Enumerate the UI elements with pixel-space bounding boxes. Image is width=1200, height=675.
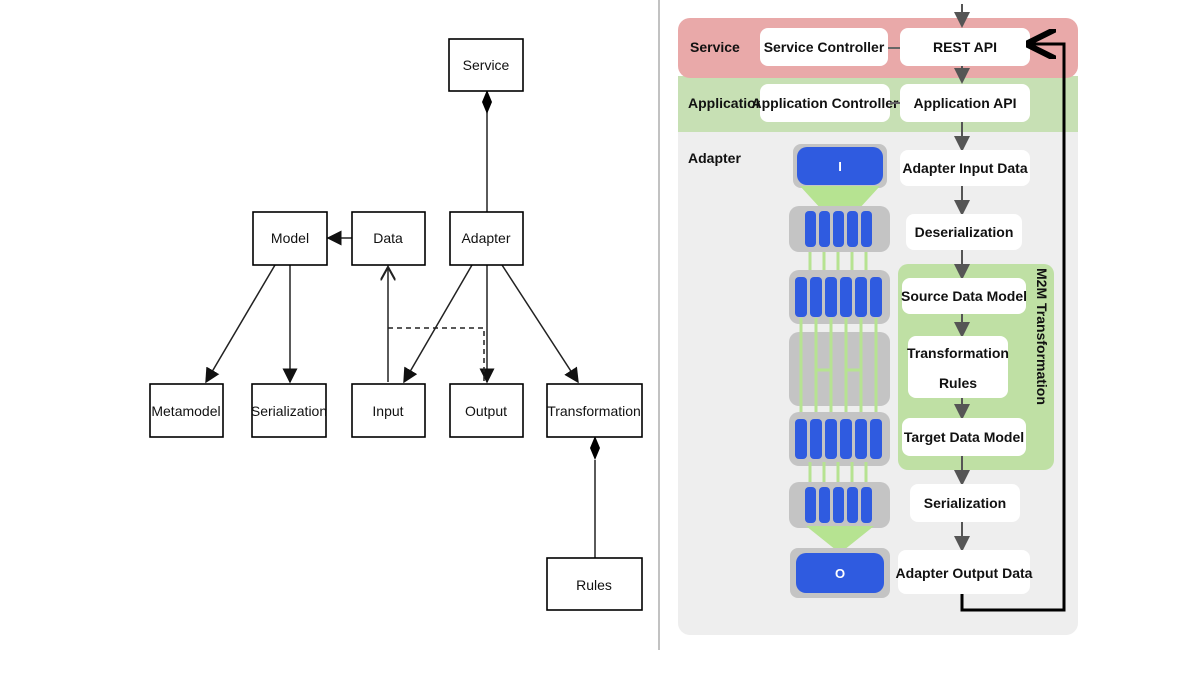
target-data-model-pill [902, 418, 1026, 456]
service-diamond [482, 90, 492, 114]
serialization-pill [910, 484, 1020, 522]
fan-in-connector [806, 526, 874, 550]
adapter-layer-label: Adapter [688, 150, 741, 166]
service-controller-pill [760, 28, 888, 66]
transformation-rules-pill [908, 336, 1008, 398]
source-blocks [795, 277, 882, 317]
application-controller-label: Application Controller [752, 95, 900, 111]
application-api-label: Application API [914, 95, 1017, 111]
service-controller-label: Service Controller [764, 39, 885, 55]
output-to-rest-api-loop [960, 44, 1066, 612]
application-layer-label: Application [688, 95, 764, 111]
output-block [796, 553, 884, 593]
transformation-links [799, 318, 878, 416]
input-box: Input [351, 383, 426, 438]
output-data-dashed-link [388, 327, 485, 382]
adapter-box-label: Adapter [461, 230, 510, 246]
pipeline-graphic: I [789, 144, 890, 598]
application-controller-pill [760, 84, 890, 122]
output-box: Output [449, 383, 524, 438]
adapter-output-data-label: Adapter Output Data [896, 565, 1033, 581]
source-data-model-label: Source Data Model [901, 288, 1027, 304]
target-data-model-label: Target Data Model [904, 429, 1024, 445]
data-box-label: Data [373, 230, 403, 246]
input-marker: I [838, 159, 842, 174]
deserialization-pill [906, 214, 1022, 250]
metamodel-box: Metamodel [149, 383, 224, 438]
serialization-box-label: Serialization [251, 403, 327, 419]
application-api-pill [900, 84, 1030, 122]
input-box-label: Input [372, 403, 403, 419]
deserialization-label: Deserialization [915, 224, 1014, 240]
output-box-label: Output [465, 403, 507, 419]
service-box-label: Service [463, 57, 510, 73]
rules-box: Rules [546, 557, 643, 611]
adapter-input-data-pill [900, 150, 1030, 186]
model-to-metamodel-arrow [205, 264, 276, 384]
transformation-box: Transformation [546, 383, 643, 438]
adapter-to-input-arrow [403, 264, 473, 384]
fan-out-connector [800, 186, 880, 210]
model-box: Model [252, 211, 328, 266]
service-box: Service [448, 38, 524, 92]
metamodel-box-label: Metamodel [151, 403, 220, 419]
model-box-label: Model [271, 230, 309, 246]
transformation-box-label: Transformation [547, 403, 641, 419]
rest-api-label: REST API [933, 39, 997, 55]
service-layer-label: Service [690, 39, 740, 55]
data-box: Data [351, 211, 426, 266]
rules-box-label: Rules [576, 577, 612, 593]
uml-diagram: Service Model Data Adapter Metamodel Ser… [149, 38, 643, 611]
transformation-diamond [590, 436, 600, 460]
deserialization-blocks [805, 211, 872, 247]
transformation-rules-label-line2: Rules [939, 375, 977, 391]
input-block [797, 147, 883, 185]
serialization-label: Serialization [924, 495, 1006, 511]
target-blocks [795, 419, 882, 459]
transformation-row-bg [789, 332, 890, 406]
transformation-rules-label-line1: Transformation [907, 345, 1009, 361]
adapter-input-data-label: Adapter Input Data [902, 160, 1027, 176]
adapter-to-transformation-arrow [501, 264, 579, 384]
adapter-box: Adapter [449, 211, 524, 266]
rest-api-pill [900, 28, 1030, 66]
serialization-box: Serialization [251, 383, 327, 438]
serialization-blocks [805, 487, 872, 523]
source-data-model-pill [902, 278, 1026, 314]
m2m-transformation-label: M2M Transformation [1034, 268, 1050, 405]
adapter-output-data-pill [898, 550, 1030, 594]
architecture-diagram: Service Application Adapter Service Cont… [678, 4, 1078, 635]
output-marker: O [835, 566, 845, 581]
